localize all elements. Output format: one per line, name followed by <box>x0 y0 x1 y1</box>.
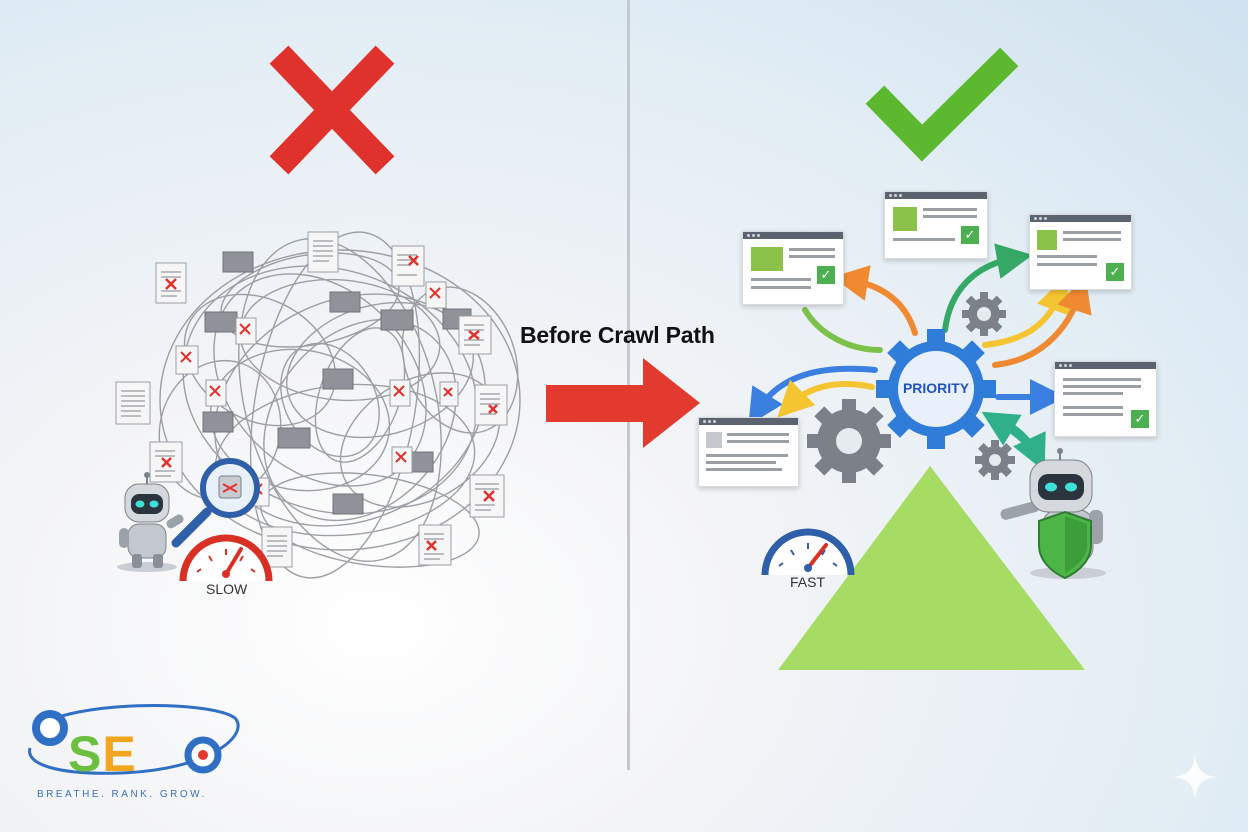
logo-wordmark: SEO <box>68 729 177 779</box>
page-card-top: ✓ <box>884 191 988 259</box>
broken-page-docs <box>115 231 508 568</box>
fast-gauge-icon <box>761 528 855 576</box>
check-badge-icon: ✓ <box>817 266 835 284</box>
check-badge-icon: ✓ <box>1131 410 1149 428</box>
magnifier-icon <box>171 458 260 548</box>
check-badge-icon: ✓ <box>961 226 979 244</box>
logo-letter-s: S <box>68 726 103 782</box>
slow-gauge-label: SLOW <box>206 581 248 597</box>
sparkle-icon <box>1170 752 1220 802</box>
check-badge-icon: ✓ <box>1106 263 1124 281</box>
priority-arrows <box>748 243 1092 472</box>
page-card-top-left: ✓ <box>742 231 844 305</box>
page-card-top-right: ✓ <box>1029 214 1132 290</box>
fast-gauge-label: FAST <box>790 574 826 590</box>
logo-letter-e: E <box>102 726 137 782</box>
check-mark-icon <box>865 47 1019 162</box>
pyramid-shape <box>778 466 1085 670</box>
logo-tagline: BREATHE. RANK. GROW. <box>37 789 207 800</box>
logo <box>28 704 240 775</box>
page-card-right: ✓ <box>1054 361 1157 437</box>
page-card-left <box>698 417 799 487</box>
x-mark-icon <box>269 45 395 175</box>
flow-arrow-icon <box>546 358 700 448</box>
priority-label: PRIORITY <box>902 380 970 396</box>
robot-left-icon <box>117 472 184 572</box>
priority-gear-icon <box>876 329 996 449</box>
robot-right-icon <box>1000 448 1106 580</box>
slow-gauge-icon <box>179 534 273 582</box>
caption-before-crawl-path: Before Crawl Path <box>520 322 715 348</box>
